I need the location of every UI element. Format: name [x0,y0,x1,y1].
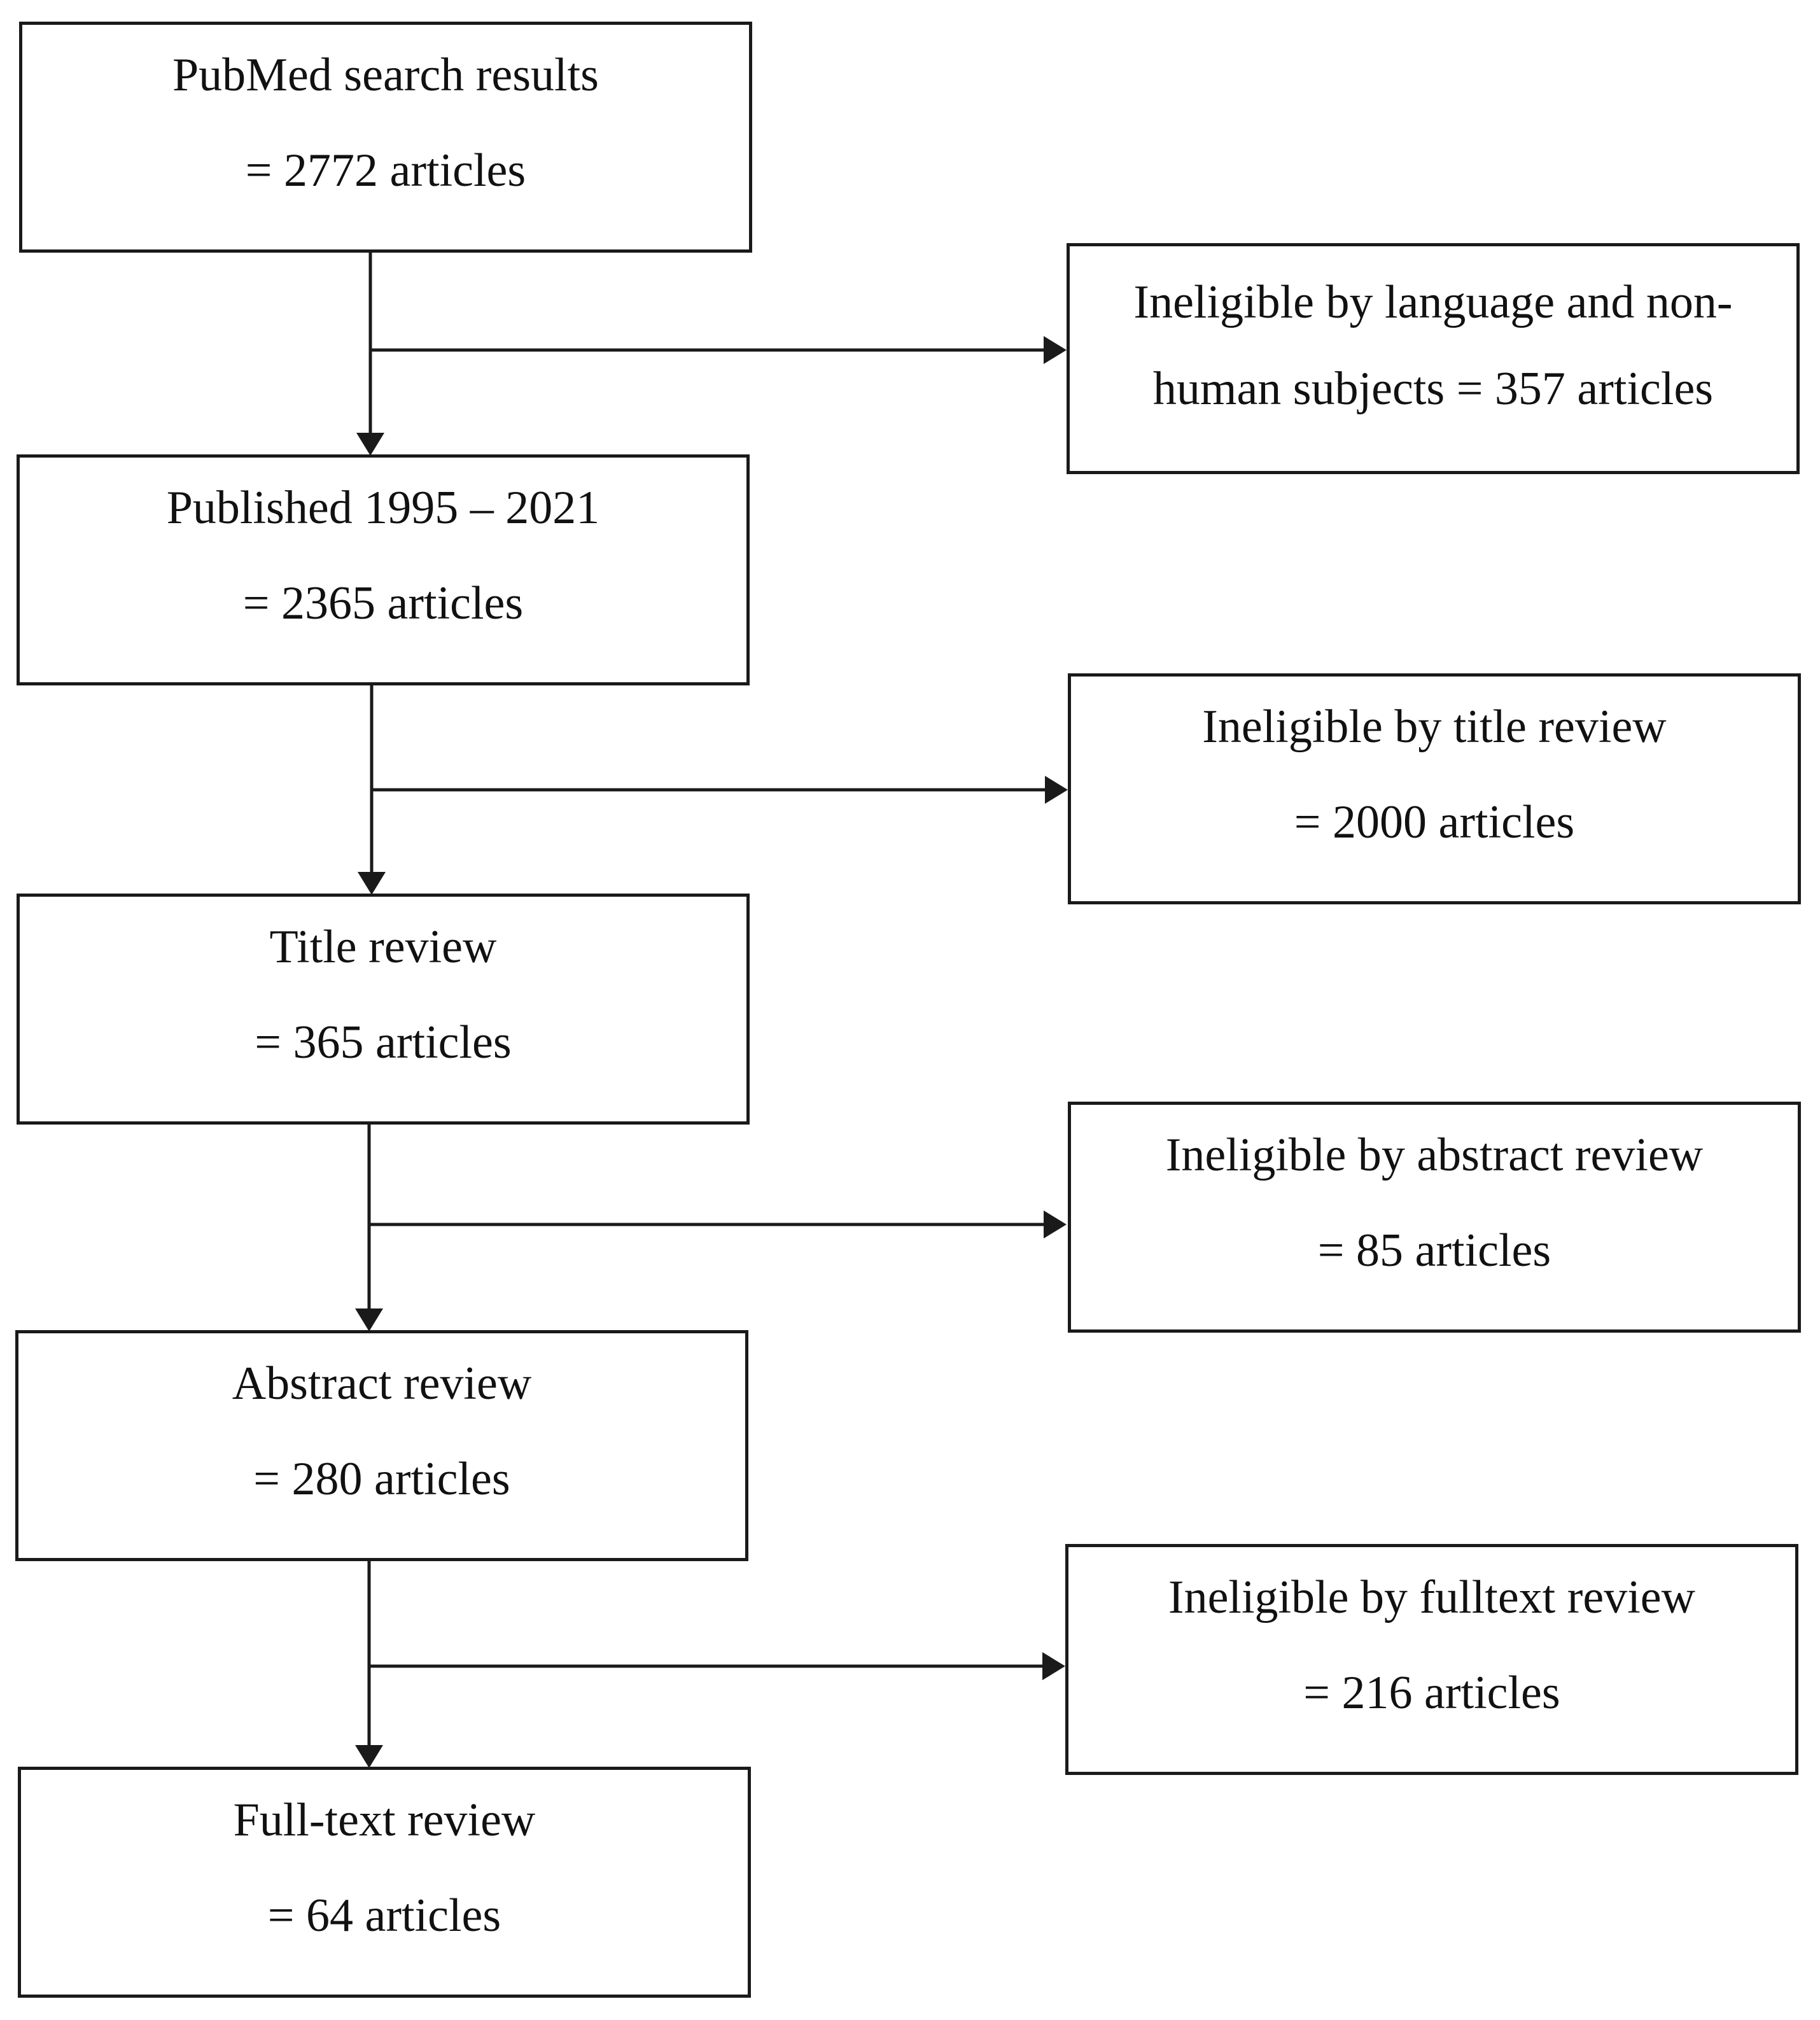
box-title-review-line1: Title review [269,921,497,973]
box-excl-title: Ineligible by title review = 2000 articl… [1068,673,1801,904]
box-fulltext-review: Full-text review = 64 articles [18,1767,751,1998]
box-excl-abstract: Ineligible by abstract review = 85 artic… [1068,1102,1801,1333]
box-excl-abstract-line1: Ineligible by abstract review [1165,1129,1704,1181]
box-excl-title-line1: Ineligible by title review [1202,701,1667,753]
box-abstract-review: Abstract review = 280 articles [15,1330,748,1561]
box-excl-language-line2: human subjects = 357 articles [1152,363,1714,415]
arrowhead-fulltext [355,1745,383,1768]
box-title-review-line2: = 365 articles [255,1016,512,1069]
box-excl-abstract-line2: = 85 articles [1317,1224,1551,1277]
box-abstract-review-line2: = 280 articles [253,1453,510,1505]
box-excl-language-line1: Ineligible by language and non- [1133,276,1733,328]
box-excl-fulltext: Ineligible by fulltext review = 216 arti… [1065,1544,1798,1775]
arrowhead-title [358,872,386,895]
box-excl-fulltext-line2: = 216 articles [1303,1667,1560,1719]
box-published-line1: Published 1995 – 2021 [166,482,600,534]
box-abstract-review-line1: Abstract review [232,1357,532,1410]
box-title-review: Title review = 365 articles [17,894,750,1125]
arrowhead-excl-title [1045,776,1068,804]
arrowhead-published [356,433,384,456]
box-excl-fulltext-line1: Ineligible by fulltext review [1168,1571,1696,1624]
box-fulltext-review-line2: = 64 articles [267,1890,501,1942]
box-excl-title-line2: = 2000 articles [1294,796,1575,848]
box-published-line2: = 2365 articles [242,577,524,629]
box-published: Published 1995 – 2021 = 2365 articles [17,454,750,685]
box-search-results: PubMed search results = 2772 articles [19,22,752,253]
arrowhead-excl-language [1044,336,1067,364]
arrowhead-excl-abstract [1044,1210,1067,1238]
arrowhead-excl-fulltext [1042,1652,1065,1680]
box-search-results-line1: PubMed search results [172,49,599,101]
box-fulltext-review-line1: Full-text review [233,1794,536,1846]
box-search-results-line2: = 2772 articles [245,144,526,197]
arrowhead-abstract [355,1308,383,1331]
box-excl-language: Ineligible by language and non- human su… [1067,243,1800,474]
